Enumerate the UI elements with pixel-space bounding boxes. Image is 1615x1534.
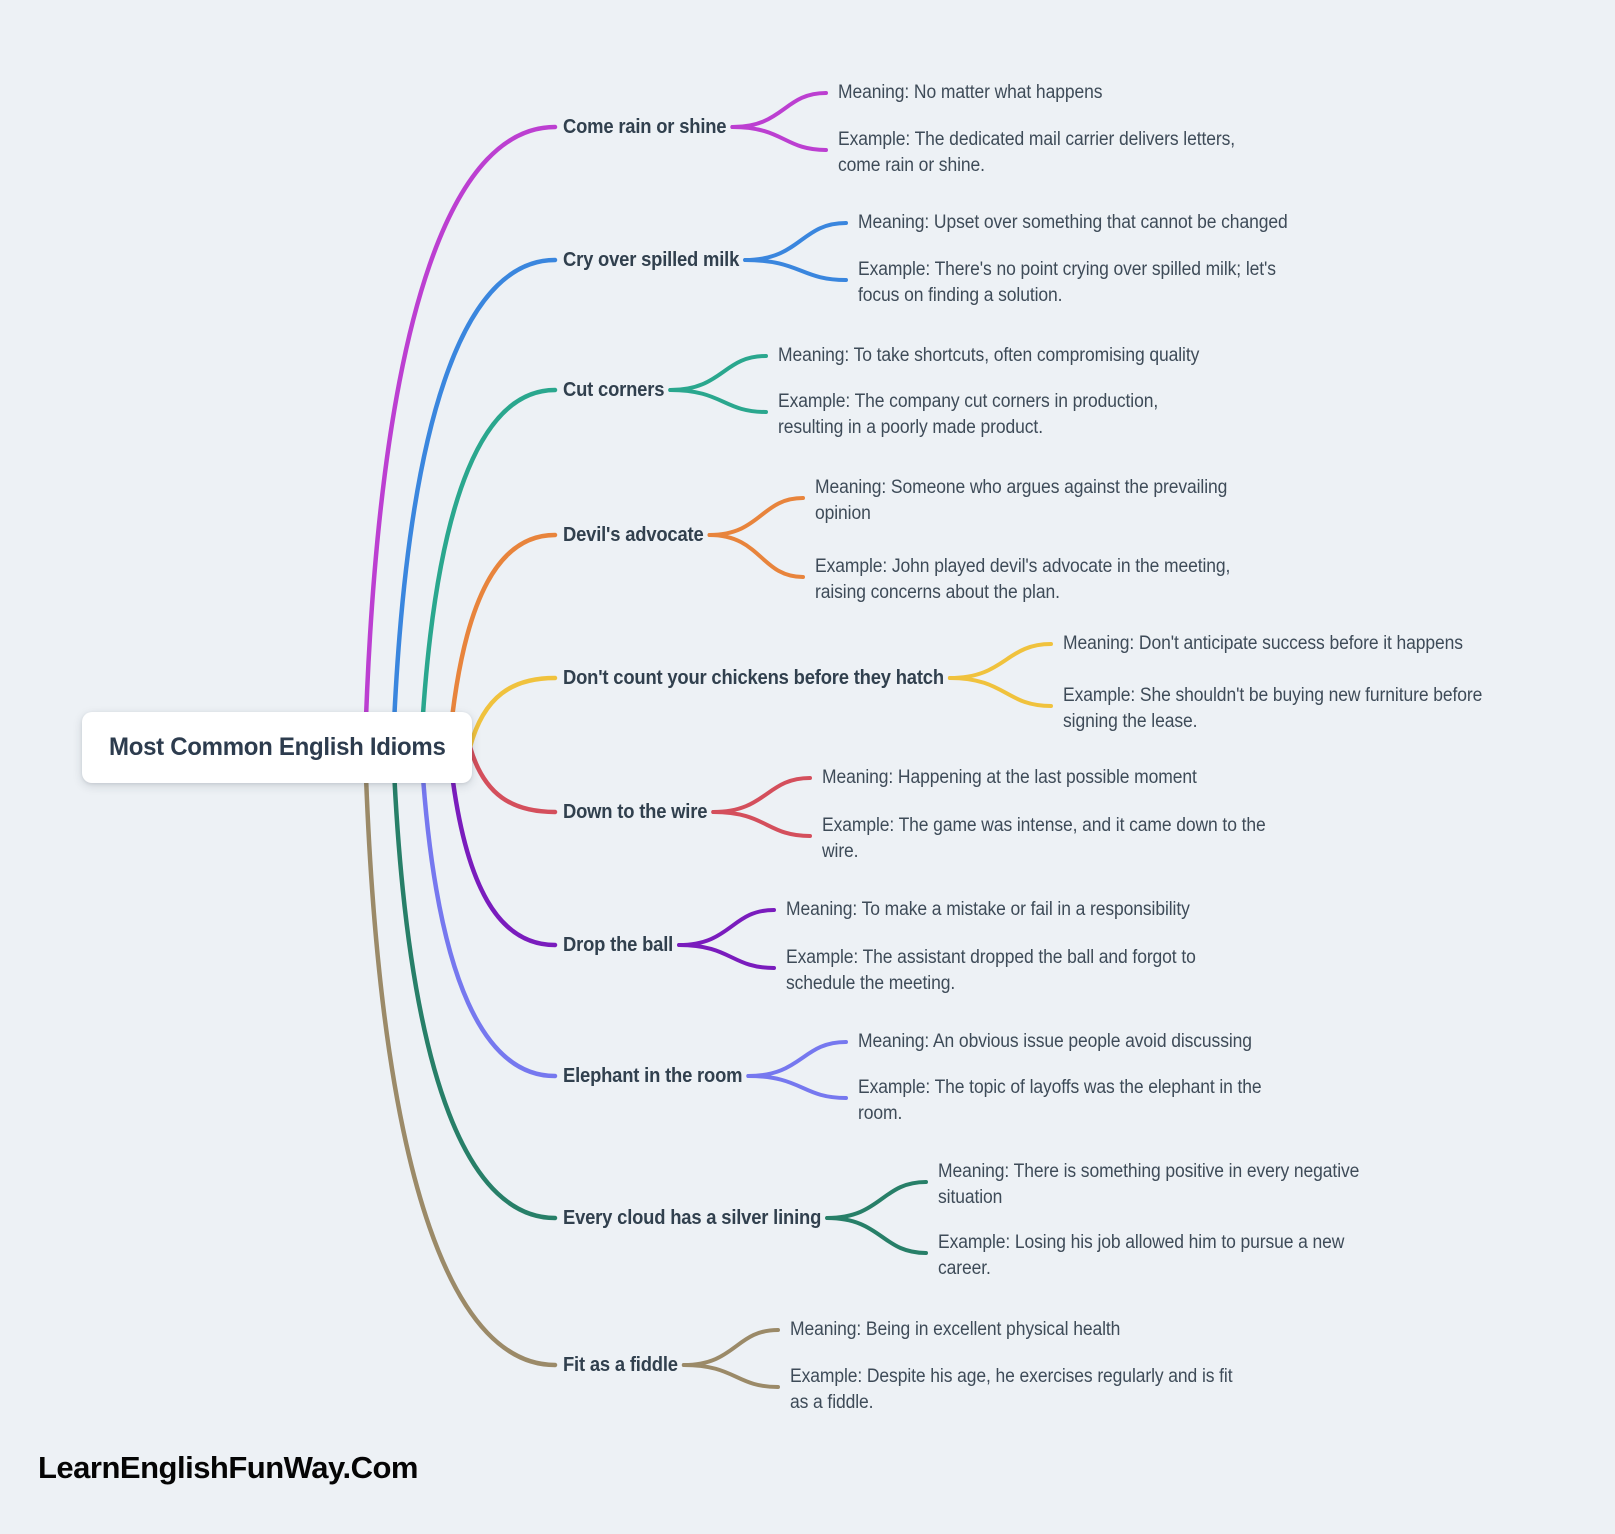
connector-curve bbox=[390, 744, 558, 1221]
idiom-meaning-text: Meaning: Being in excellent physical hea… bbox=[790, 1319, 1121, 1340]
watermark-text: LearnEnglishFunWay.Com bbox=[38, 1450, 418, 1485]
idiom-label[interactable]: Cut corners bbox=[563, 379, 665, 401]
connector-curve bbox=[362, 124, 558, 750]
connector-curve bbox=[730, 91, 828, 129]
central-topic-label: Most Common English Idioms bbox=[108, 733, 446, 761]
idiom-label[interactable]: Don't count your chickens before they ha… bbox=[563, 667, 944, 689]
connector-curve bbox=[707, 496, 805, 537]
connector-curve bbox=[947, 642, 1053, 680]
connector-curve bbox=[418, 744, 558, 1079]
connector-curve bbox=[746, 1040, 848, 1078]
connector-curve bbox=[711, 776, 812, 814]
idiom-example-text: Example: The dedicated mail carrier deli… bbox=[838, 129, 1236, 176]
connector-curve bbox=[446, 532, 558, 750]
idiom-meaning-text: Meaning: To take shortcuts, often compro… bbox=[778, 345, 1200, 366]
connector-curve bbox=[668, 388, 768, 414]
central-topic-node[interactable]: Most Common English Idioms bbox=[82, 712, 472, 783]
connector-curve bbox=[825, 1216, 928, 1255]
connector-curve bbox=[681, 1328, 780, 1367]
connector-curve bbox=[681, 1363, 780, 1389]
idiom-label[interactable]: Elephant in the room bbox=[563, 1065, 743, 1087]
connector-curve bbox=[418, 387, 558, 750]
idiom-meaning-text: Meaning: Someone who argues against the … bbox=[815, 477, 1228, 524]
connector-curve bbox=[711, 810, 812, 838]
connector-curve bbox=[743, 258, 848, 282]
idiom-label[interactable]: Drop the ball bbox=[563, 934, 674, 956]
idiom-example-text: Example: She shouldn't be buying new fur… bbox=[1063, 685, 1483, 732]
idiom-example-text: Example: The topic of layoffs was the el… bbox=[858, 1077, 1262, 1124]
connector-curve bbox=[743, 221, 848, 262]
idiom-example-text: Example: There's no point crying over sp… bbox=[858, 259, 1276, 306]
connector-curve bbox=[730, 125, 828, 152]
connector-curve bbox=[467, 675, 558, 750]
connector-curve bbox=[746, 1074, 848, 1100]
idiom-meaning-text: Meaning: An obvious issue people avoid d… bbox=[858, 1031, 1252, 1052]
idiom-example-text: Example: Despite his age, he exercises r… bbox=[790, 1366, 1233, 1413]
idiom-meaning-text: Meaning: No matter what happens bbox=[838, 82, 1103, 103]
connector-curve bbox=[390, 257, 558, 750]
idiom-meaning-text: Meaning: Don't anticipate success before… bbox=[1063, 633, 1463, 654]
connector-curve bbox=[467, 744, 558, 815]
idiom-example-text: Example: Losing his job allowed him to p… bbox=[938, 1232, 1345, 1279]
idiom-label[interactable]: Cry over spilled milk bbox=[563, 249, 740, 271]
idiom-meaning-text: Meaning: There is something positive in … bbox=[938, 1161, 1360, 1208]
connector-curve bbox=[707, 533, 805, 579]
connector-curve bbox=[677, 908, 776, 947]
idiom-label[interactable]: Devil's advocate bbox=[563, 524, 704, 546]
connector-curve bbox=[677, 943, 776, 970]
idiom-label[interactable]: Fit as a fiddle bbox=[563, 1354, 678, 1376]
connector-curve bbox=[446, 744, 558, 948]
idiom-example-text: Example: The assistant dropped the ball … bbox=[786, 947, 1196, 994]
connector-curve bbox=[825, 1180, 928, 1220]
idiom-meaning-text: Meaning: To make a mistake or fail in a … bbox=[786, 899, 1190, 920]
idiom-example-text: Example: John played devil's advocate in… bbox=[815, 556, 1231, 603]
idiom-example-text: Example: The game was intense, and it ca… bbox=[822, 815, 1266, 862]
idiom-label[interactable]: Come rain or shine bbox=[563, 116, 727, 138]
connector-curve bbox=[668, 354, 768, 392]
idiom-label[interactable]: Every cloud has a silver lining bbox=[563, 1207, 822, 1229]
idiom-label[interactable]: Down to the wire bbox=[563, 801, 708, 823]
idiom-meaning-text: Meaning: Upset over something that canno… bbox=[858, 212, 1288, 233]
connector-curve bbox=[947, 676, 1053, 708]
idiom-meaning-text: Meaning: Happening at the last possible … bbox=[822, 767, 1197, 788]
idiom-example-text: Example: The company cut corners in prod… bbox=[778, 391, 1159, 438]
connector-curve bbox=[362, 744, 558, 1368]
